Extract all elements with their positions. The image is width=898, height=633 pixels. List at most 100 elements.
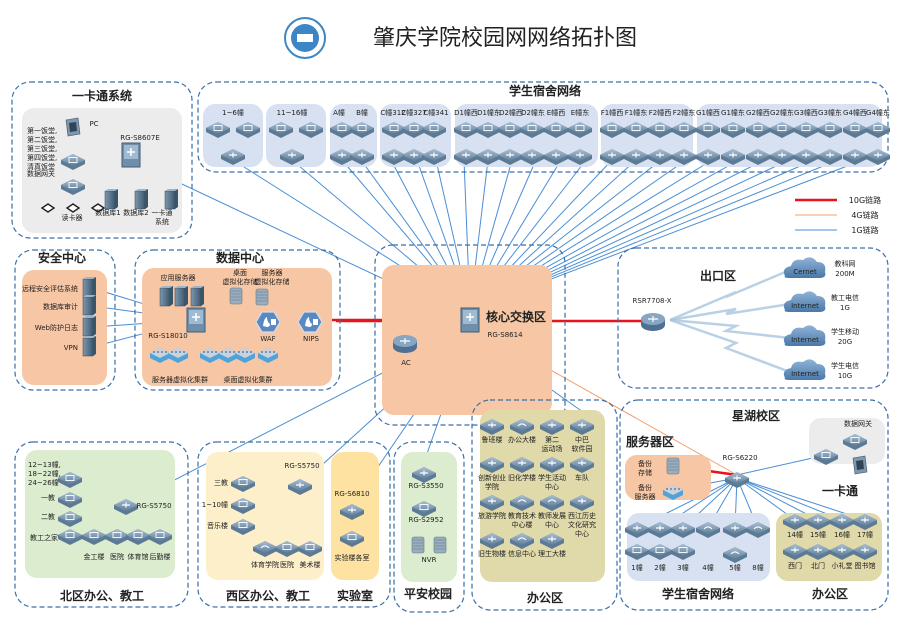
office-building-label: 文化研究 (568, 520, 596, 529)
canteen-label: 清真饭堂 (27, 162, 55, 171)
cloud-icon: Internet (783, 291, 826, 312)
xinghu-card-title: 一卡通 (822, 483, 858, 498)
west-access-switch-icon (275, 541, 299, 557)
dorm-aggregation-switch-icon (382, 149, 406, 165)
north-zone-title: 北区办公、教工 (60, 588, 144, 603)
west-access-switch-icon (231, 519, 255, 535)
xinghu-office-label: 14幢 (787, 530, 803, 539)
canteen-label: 第一饭堂, (27, 126, 57, 135)
card-system-label: 系统 (155, 217, 169, 226)
dorm-building-label: G4幢东 (866, 108, 890, 117)
server-cluster-icon (168, 348, 188, 363)
dorm-aggregation-switch-icon (672, 149, 696, 165)
safe-access-switch-icon (412, 501, 436, 517)
dorm-building-label: E幢西 (547, 108, 565, 117)
dorm-access-switch-icon (402, 122, 426, 138)
west-bottom-label: 医院 (280, 560, 294, 569)
north-left-label: 教工之家 (30, 533, 58, 542)
core-switch-icon (460, 307, 480, 333)
xinghu-dorm-label: 1幢 (631, 563, 642, 572)
desktop-storage-label: 桌面 (233, 268, 247, 277)
office-building-label: 旧化学楼 (508, 473, 536, 482)
office-switch-icon (510, 457, 534, 473)
dorm-access-switch-icon (648, 122, 672, 138)
office-zone-title: 办公区 (527, 590, 563, 605)
dorm-aggregation-switch-icon (818, 149, 842, 165)
dorm-access-switch-icon (600, 122, 624, 138)
xinghu-switch-label: RG-S6220 (722, 454, 757, 462)
dorm-zone-title: 学生宿舍网络 (509, 83, 581, 98)
west-left-label: 1~10幢 (202, 500, 228, 509)
xinghu-dorm-title: 学生宿舍网络 (662, 586, 734, 601)
card-reader-icon (40, 203, 56, 213)
nvr-storage-icon (433, 536, 447, 554)
north-left-label: 18~22幢, (28, 469, 61, 478)
office-building-label: 创新创业 (478, 473, 506, 482)
safe-campus-title: 平安校园 (404, 586, 452, 601)
dorm-building-label: A幢 (333, 108, 345, 117)
xinghu-dorm-switch-icon (723, 522, 747, 538)
dorm-access-switch-icon (770, 122, 794, 138)
dorm-building-label: C幢312 (380, 108, 405, 117)
dorm-aggregation-switch-icon (794, 149, 818, 165)
office-building-label: 理工大楼 (538, 549, 566, 558)
dorm-aggregation-switch-icon (476, 149, 500, 165)
xinghu-office-switch-icon (806, 514, 830, 530)
dorm-building-label: G2幢东 (770, 108, 794, 117)
office-building-label: 中心 (575, 529, 589, 538)
core-switch-label: RG-S8614 (487, 331, 523, 339)
lab-zone-title: 实验室 (337, 588, 373, 603)
dorm-aggregation-switch-icon (402, 149, 426, 165)
server-storage-label: 服务器 (262, 268, 283, 277)
xinghu-dorm-label: 3幢 (677, 563, 688, 572)
xinghu-gateway-label: 数据网关 (844, 419, 872, 428)
xinghu-office-switch-icon (783, 514, 807, 530)
cloud-label: Internet (791, 336, 819, 344)
zone-north (14, 441, 189, 608)
lab-access-switch-icon (340, 531, 364, 547)
security-server-icon (82, 295, 96, 316)
dorm-access-switch-icon (746, 122, 770, 138)
lab-switch-icon (340, 504, 364, 520)
cloud-label: Cernet (793, 268, 817, 276)
dorm-building-label: G3幢西 (794, 108, 818, 117)
xinghu-office-label: 17幢 (857, 530, 873, 539)
xinghu-dorm-access-icon (648, 544, 672, 560)
xinghu-dorm-switch-icon (696, 522, 720, 538)
office-building-label: 中心 (545, 520, 559, 529)
office-building-label: 旧生物楼 (478, 549, 506, 558)
server-cluster-label: 服务器虚拟化集群 (152, 375, 208, 384)
wireless-link (669, 318, 791, 374)
security-server-icon (82, 336, 96, 357)
zone-xinghu (619, 399, 889, 611)
xinghu-office-label: 15幢 (810, 530, 826, 539)
dorm-access-switch-icon (818, 122, 842, 138)
office-switch-icon (480, 457, 504, 473)
panel-xinghu-office (776, 513, 882, 581)
dorm-access-switch-icon (866, 122, 890, 138)
legend-label: 1G链路 (851, 225, 878, 235)
north-access-switch-icon (58, 511, 82, 527)
dorm-building-label: F2幢东 (673, 108, 695, 117)
office-building-label: 车队 (575, 473, 589, 482)
backup-storage-label: 备份 (638, 459, 652, 468)
office-building-label: 教师发展 (538, 511, 566, 520)
desktop-cluster-icon (258, 348, 278, 363)
card-zone-title: 一卡通系统 (72, 88, 132, 103)
dorm-building-label: G2幢西 (746, 108, 770, 117)
office-building-label: 中心 (545, 482, 559, 491)
office-building-label: 中心楼 (512, 520, 533, 529)
backup-server-label: 备份 (638, 483, 652, 492)
office-building-label: 旅游学院 (478, 511, 506, 520)
west-left-label: 三教 (214, 478, 228, 487)
backup-storage-icon (666, 457, 680, 475)
xinghu-office-label: 图书馆 (855, 561, 876, 570)
db2-label: 数据库2 (123, 208, 148, 217)
pc-icon (852, 455, 868, 475)
dc-switch-label: RG-S18010 (148, 332, 188, 340)
office-building-label: 教育技术 (508, 511, 536, 520)
xinghu-dorm-label: 4幢 (702, 563, 713, 572)
xinghu-dorm-label: 2幢 (654, 563, 665, 572)
xinghu-office-title: 办公区 (812, 586, 848, 601)
